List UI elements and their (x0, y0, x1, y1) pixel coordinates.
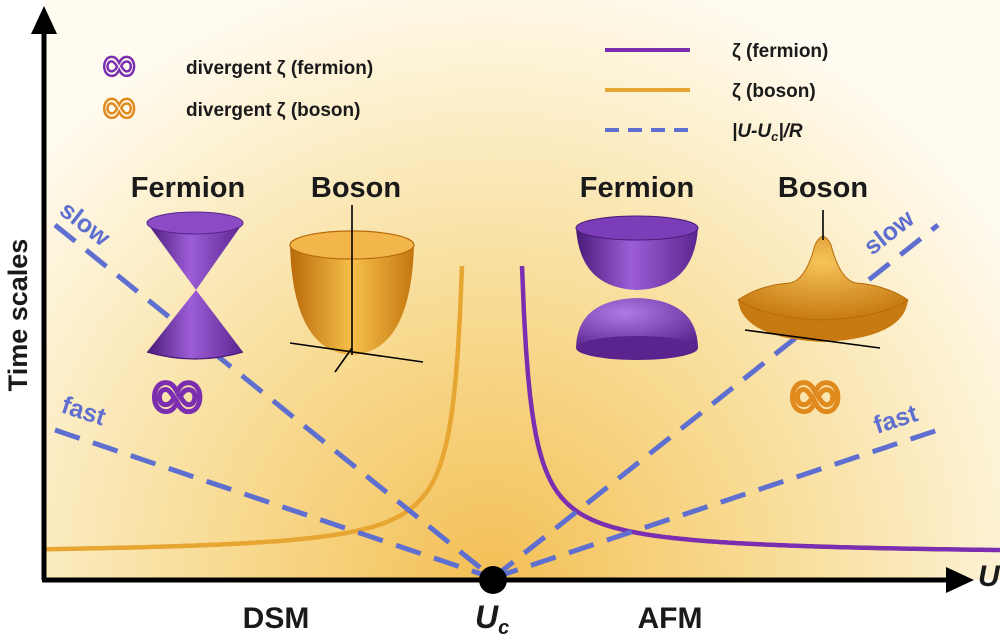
left-boson-title: Boson (311, 172, 401, 204)
legend-boson-infinity-icon: ∞ (100, 79, 138, 133)
axes (31, 6, 974, 594)
paraboloid-icon (289, 205, 424, 373)
critical-point-label: Uc (475, 599, 509, 639)
y-axis-label: Time scales (3, 239, 33, 392)
fermion-correlation-curve (519, 265, 1000, 553)
slow-line-left (53, 223, 495, 580)
gapped-bands-icon (575, 215, 699, 360)
mexican-hat-icon (737, 210, 909, 349)
left-fermion-title: Fermion (131, 172, 245, 204)
phase-left-label: DSM (243, 602, 310, 635)
y-axis-arrow (31, 6, 57, 34)
legend-fermion-zeta-label: ζ (fermion) (732, 41, 828, 62)
boson-correlation-curve (44, 265, 465, 552)
right-boson-title: Boson (778, 172, 868, 204)
slow-line-right (491, 223, 940, 580)
phase-right-label: AFM (638, 602, 703, 635)
legend-curves: ζ (fermion) ζ (boson) |U-Uc|/R (605, 41, 828, 144)
right-fermion-title: Fermion (580, 172, 694, 204)
dirac-cone-icon (146, 211, 244, 360)
legend-boson-zeta-label: ζ (boson) (732, 81, 816, 102)
scaling-lines (53, 223, 940, 581)
legend-boson-divergent-label: divergent ζ (boson) (186, 100, 360, 121)
x-axis-label: U (978, 560, 1000, 593)
legend-fermion-infinity-icon: ∞ (100, 37, 138, 91)
right-divergent-infinity-icon: ∞ (786, 353, 844, 435)
left-divergent-infinity-icon: ∞ (148, 353, 206, 435)
fast-line-left (54, 427, 494, 581)
x-axis-arrow (946, 567, 974, 593)
legend-divergent: ∞ divergent ζ (fermion) ∞ divergent ζ (b… (99, 36, 373, 135)
legend-scaling-label: |U-Uc|/R (732, 121, 803, 144)
critical-point-dot (479, 566, 507, 594)
legend-fermion-divergent-label: divergent ζ (fermion) (186, 58, 373, 79)
